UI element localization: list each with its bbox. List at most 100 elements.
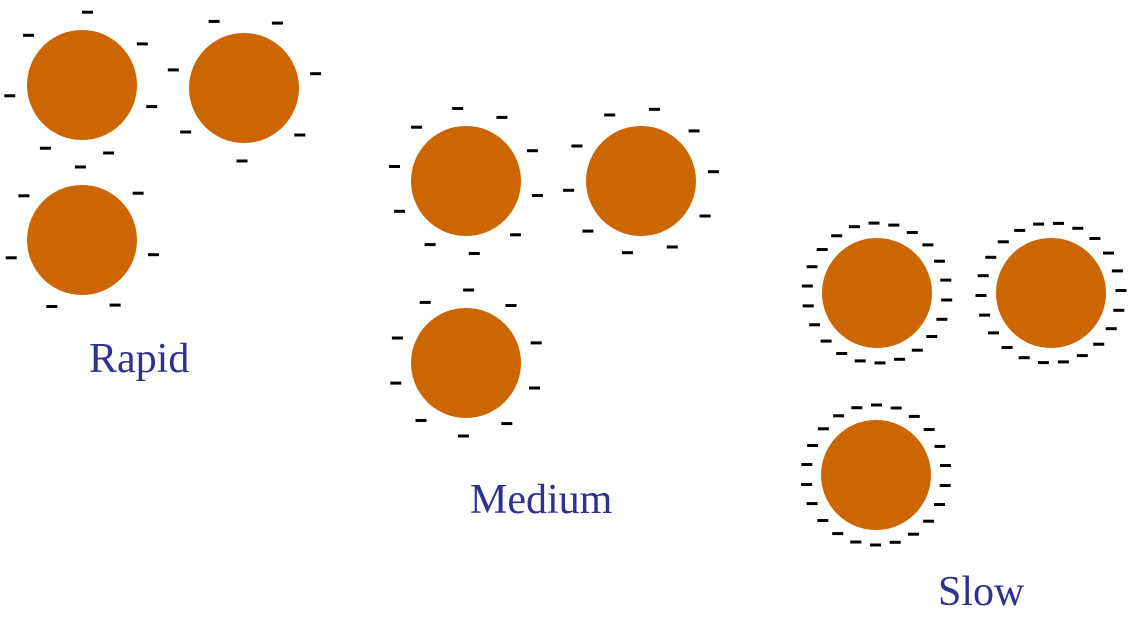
negative-charge-icon bbox=[167, 68, 179, 72]
negative-charge-icon bbox=[894, 357, 906, 361]
negative-charge-icon bbox=[18, 194, 30, 198]
negative-charge-icon bbox=[1111, 269, 1123, 273]
particle-medium bbox=[389, 107, 543, 255]
negative-charge-icon bbox=[801, 483, 813, 486]
particle-slow bbox=[801, 403, 951, 547]
negative-charge-icon bbox=[848, 225, 860, 229]
negative-charge-icon bbox=[415, 419, 427, 422]
negative-charge-icon bbox=[985, 255, 997, 259]
negative-charge-icon bbox=[871, 403, 882, 407]
particle-medium bbox=[390, 288, 542, 438]
negative-charge-icon bbox=[1113, 308, 1125, 312]
negative-charge-icon bbox=[707, 170, 719, 174]
negative-charge-icon bbox=[236, 159, 248, 163]
negative-charge-icon bbox=[23, 33, 34, 37]
negative-charge-icon bbox=[208, 19, 220, 23]
negative-charge-icon bbox=[1076, 354, 1088, 358]
negative-charge-icon bbox=[807, 444, 818, 447]
negative-charge-icon bbox=[831, 234, 843, 238]
negative-charge-icon bbox=[180, 130, 192, 134]
particle-medium bbox=[563, 107, 719, 255]
negative-charge-icon bbox=[424, 243, 436, 247]
negative-charge-icon bbox=[452, 107, 464, 110]
negative-charge-icon bbox=[1053, 221, 1064, 225]
particle-slow bbox=[801, 221, 953, 365]
negative-charge-icon bbox=[109, 303, 121, 307]
negative-charge-icon bbox=[1057, 360, 1069, 364]
label-rapid: Rapid bbox=[89, 336, 190, 382]
negative-charge-icon bbox=[936, 317, 948, 321]
particle-slow bbox=[975, 221, 1127, 365]
negative-charge-icon bbox=[39, 146, 51, 150]
negative-charge-icon bbox=[82, 10, 93, 14]
negative-charge-icon bbox=[801, 284, 813, 288]
particle-sphere bbox=[822, 238, 932, 348]
negative-charge-icon bbox=[463, 288, 475, 292]
negative-charge-icon bbox=[908, 414, 920, 418]
negative-charge-icon bbox=[851, 406, 863, 410]
negative-charge-icon bbox=[911, 348, 923, 352]
negative-charge-icon bbox=[907, 532, 919, 536]
negative-charge-icon bbox=[906, 231, 918, 234]
particle-sphere bbox=[411, 126, 521, 236]
negative-charge-icon bbox=[922, 243, 934, 247]
negative-charge-icon bbox=[526, 149, 538, 153]
negative-charge-icon bbox=[817, 519, 829, 522]
negative-charge-icon bbox=[271, 21, 283, 25]
negative-charge-icon bbox=[132, 191, 144, 195]
negative-charge-icon bbox=[802, 304, 814, 308]
negative-charge-icon bbox=[505, 304, 517, 307]
negative-charge-icon bbox=[136, 42, 148, 46]
negative-charge-icon bbox=[809, 323, 821, 327]
negative-charge-icon bbox=[939, 484, 951, 487]
negative-charge-icon bbox=[816, 248, 828, 251]
negative-charge-icon bbox=[1001, 346, 1013, 349]
particle-sphere bbox=[27, 185, 137, 295]
particle-sphere bbox=[189, 33, 299, 143]
negative-charge-icon bbox=[563, 188, 575, 192]
negative-charge-icon bbox=[46, 305, 58, 308]
negative-charge-icon bbox=[934, 503, 945, 506]
negative-charge-icon bbox=[923, 519, 935, 523]
particle-rapid bbox=[5, 165, 159, 308]
negative-charge-icon bbox=[1014, 228, 1026, 232]
negative-charge-icon bbox=[997, 240, 1009, 244]
negative-charge-icon bbox=[977, 274, 989, 278]
negative-charge-icon bbox=[868, 221, 880, 225]
negative-charge-icon bbox=[532, 194, 543, 197]
negative-charge-icon bbox=[874, 361, 886, 365]
negative-charge-icon bbox=[923, 428, 935, 431]
negative-charge-icon bbox=[5, 256, 17, 260]
negative-charge-icon bbox=[832, 532, 844, 536]
negative-charge-icon bbox=[148, 253, 159, 257]
negative-charge-icon bbox=[888, 223, 900, 227]
negative-charge-icon bbox=[501, 422, 513, 426]
negative-charge-icon bbox=[649, 107, 660, 111]
particle-rapid bbox=[4, 10, 158, 155]
negative-charge-icon bbox=[391, 336, 403, 340]
label-slow: Slow bbox=[938, 569, 1025, 615]
negative-charge-icon bbox=[836, 352, 848, 355]
negative-charge-icon bbox=[926, 335, 938, 338]
negative-charge-icon bbox=[940, 278, 952, 282]
particle-sphere bbox=[411, 308, 521, 418]
negative-charge-icon bbox=[582, 229, 594, 233]
negative-charge-icon bbox=[394, 209, 406, 213]
label-medium: Medium bbox=[470, 477, 613, 523]
particle-sphere bbox=[27, 30, 137, 140]
particle-rapid bbox=[167, 19, 322, 163]
negative-charge-icon bbox=[1093, 342, 1105, 346]
negative-charge-icon bbox=[1038, 361, 1049, 365]
negative-charge-icon bbox=[622, 251, 633, 255]
negative-charge-icon bbox=[529, 386, 541, 390]
negative-charge-icon bbox=[941, 298, 953, 302]
negative-charge-icon bbox=[666, 245, 678, 249]
negative-charge-icon bbox=[1033, 222, 1045, 226]
negative-charge-icon bbox=[870, 543, 881, 547]
negative-charge-icon bbox=[817, 427, 829, 431]
negative-charge-icon bbox=[389, 165, 400, 168]
negative-charge-icon bbox=[699, 214, 711, 218]
negative-charge-icon bbox=[1105, 327, 1117, 331]
